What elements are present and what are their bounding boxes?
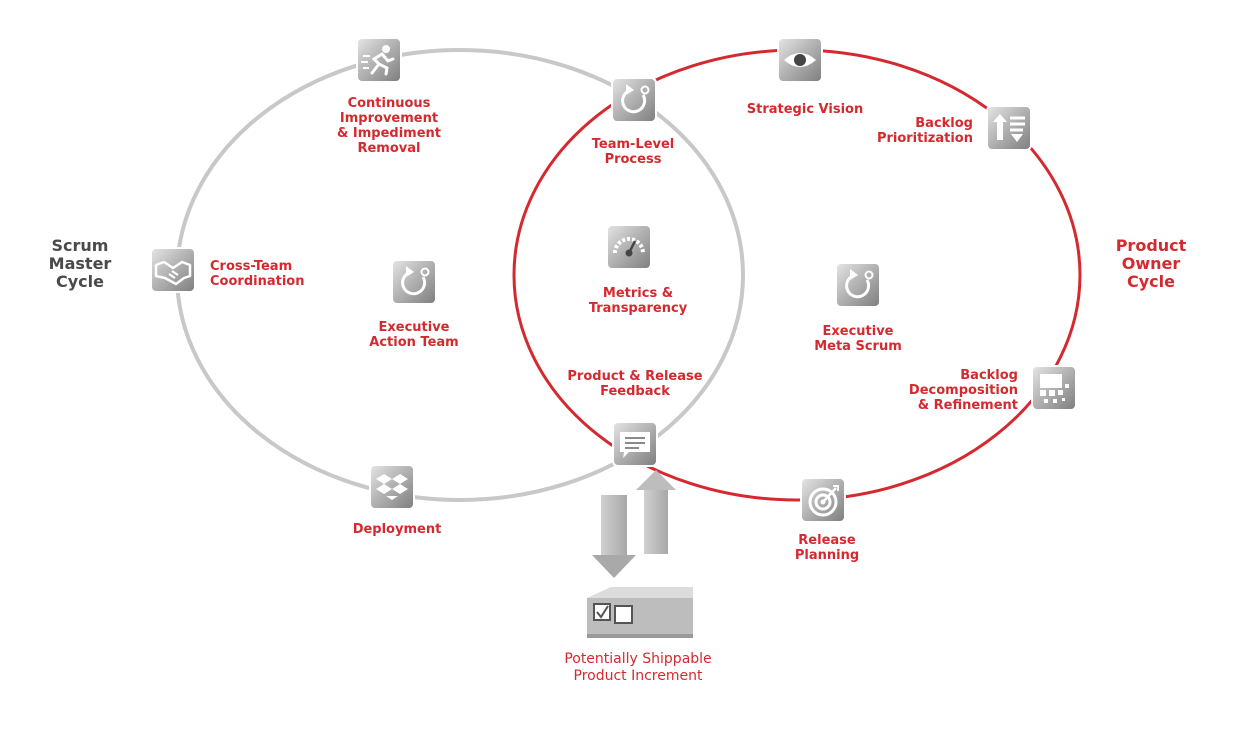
up-arrow — [636, 470, 676, 554]
gauge-icon — [606, 224, 652, 270]
metrics-transparency-label: Metrics & Transparency — [588, 286, 688, 316]
sort-icon — [986, 105, 1032, 151]
chat-icon — [612, 421, 658, 467]
handshake-icon — [150, 247, 196, 293]
eye-icon — [777, 37, 823, 83]
running-person-icon — [356, 37, 402, 83]
strategic-vision-label: Strategic Vision — [746, 102, 864, 117]
scrum-master-cycle-title: Scrum Master Cycle — [48, 236, 112, 291]
target-icon — [800, 477, 846, 523]
box-checkbox-icon — [587, 587, 693, 638]
cycle-icon — [391, 259, 437, 305]
executive-action-team-label: Executive Action Team — [369, 320, 459, 350]
potentially-shippable-increment-label: Potentially Shippable Product Increment — [564, 651, 712, 684]
team-level-process-label: Team-Level Process — [591, 137, 675, 167]
release-planning-label: Release Planning — [794, 533, 860, 563]
cross-team-coordination-label: Cross-Team Coordination — [210, 259, 305, 289]
down-arrow — [592, 495, 636, 578]
backlog-prioritization-label: Backlog Prioritization — [876, 116, 973, 146]
backlog-decomposition-label: Backlog Decomposition & Refinement — [908, 368, 1018, 413]
executive-meta-scrum-label: Executive Meta Scrum — [814, 324, 902, 354]
deployment-label: Deployment — [352, 522, 442, 537]
cycle-icon — [835, 262, 881, 308]
product-owner-cycle-title: Product Owner Cycle — [1115, 236, 1187, 291]
continuous-improvement-label: Continuous Improvement & Impediment Remo… — [337, 96, 441, 156]
dropbox-icon — [369, 464, 415, 510]
cycle-icon — [611, 77, 657, 123]
product-release-feedback-label: Product & Release Feedback — [567, 369, 703, 399]
pixel-breakdown-icon — [1031, 365, 1077, 411]
